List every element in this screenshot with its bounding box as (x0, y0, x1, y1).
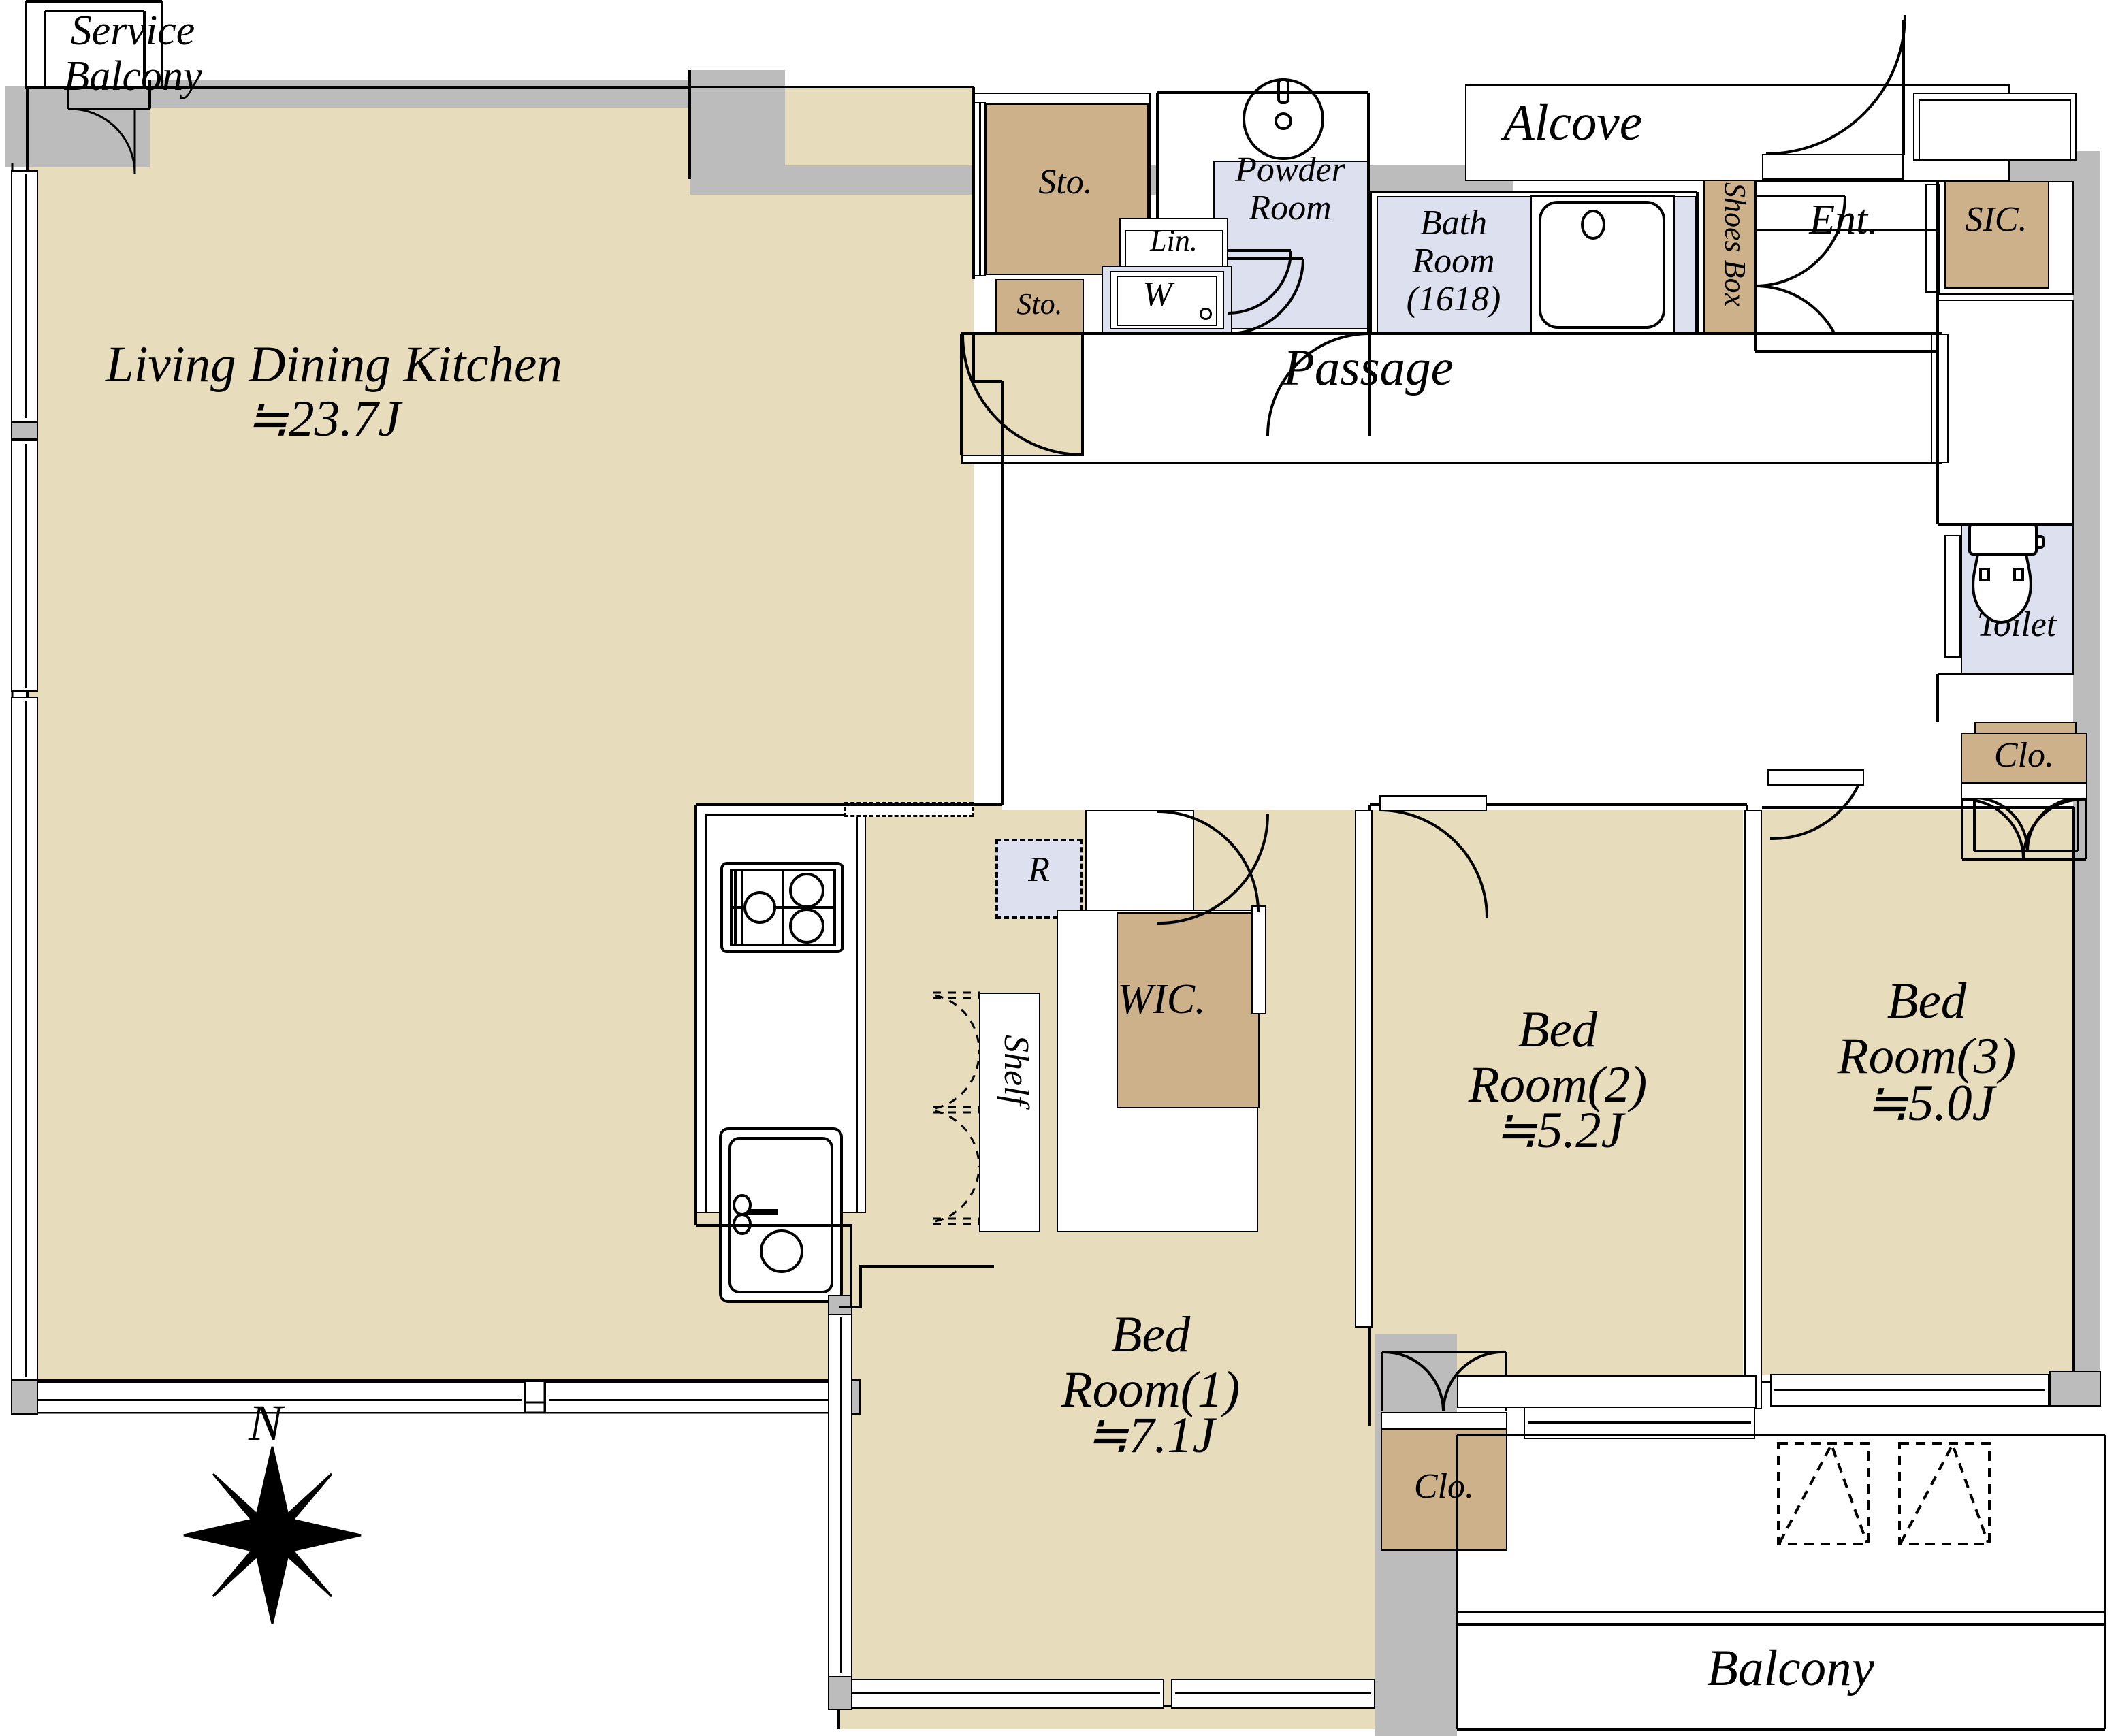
ldk-window-left-upper-mullion (25, 174, 27, 418)
bedroom2-right-wall (1744, 810, 1762, 1409)
closet-bedroom2-door[interactable] (1381, 1412, 1507, 1430)
label-shelf: Shelf (997, 1035, 1036, 1106)
pillar-ldk-left-mid (11, 422, 38, 440)
label-closet-bedroom2: Clo. (1413, 1467, 1475, 1506)
washer-inner (1117, 276, 1217, 326)
kitchen-upper-cabinet (844, 802, 974, 817)
label-bedroom1-name: Bed Room(1) (1061, 1306, 1240, 1418)
entry-door-panel[interactable] (1762, 154, 1904, 180)
label-closet-bedroom3: Clo. (1993, 736, 2055, 775)
label-north: N (248, 1395, 283, 1451)
sic-fill (1944, 181, 2049, 289)
label-passage: Passage (1283, 340, 1454, 396)
label-bedroom2-area: ≒5.2J (1494, 1102, 1624, 1159)
bedroom1-window-2-mullion (1175, 1692, 1371, 1694)
label-refrigerator: R (1028, 850, 1050, 889)
wall-bed2-bottom-pillar (1375, 1334, 1457, 1409)
bedroom2-balcony-door-mullion (1528, 1421, 1751, 1424)
closet-bedroom3-door[interactable] (1961, 783, 2087, 799)
pillar-bedroom1-bottom-left (828, 1676, 852, 1710)
sto-lower-box (995, 279, 1084, 334)
passage-right-divider (1931, 334, 1949, 463)
refrigerator-space (995, 839, 1083, 919)
ldk-window-right-mullion (549, 1399, 833, 1401)
bedroom3-floor-fill (1757, 810, 2083, 1375)
closet-bedroom3-box (1961, 733, 2087, 783)
pillar-ldk-bottom-left (11, 1379, 38, 1415)
label-ldk-area: ≒23.7J (246, 391, 401, 447)
bedroom3-balcony-door-mullion (1774, 1389, 2045, 1391)
ldk-window-left-lower-mullion (25, 701, 27, 1377)
washer-drain-icon (1200, 308, 1212, 320)
bedroom1-left-wall-mullion (840, 1317, 842, 1673)
bathtub-enclosure (1530, 195, 1675, 334)
bedroom2-door-header[interactable] (1379, 795, 1487, 811)
label-ldk-name: Living Dining Kitchen (106, 336, 562, 393)
sto-upper-door-line (979, 103, 981, 275)
passage-area (961, 334, 1942, 463)
passage-ldk-door-floor (963, 335, 1083, 455)
label-sic: SIC. (1965, 200, 2027, 239)
ldk-top-edge (27, 86, 974, 88)
bedroom2-bottom-strip (1457, 1375, 1757, 1408)
label-shoes-box: Shoes Box (1718, 182, 1752, 307)
toilet-box (1938, 300, 2074, 524)
label-toilet: Toilet (1976, 605, 2057, 644)
label-balcony: Balcony (1707, 1640, 1874, 1697)
label-entrance: Ent. (1809, 197, 1878, 243)
ldk-window-left-mid-mullion (25, 444, 27, 688)
label-powder-room: Powder Room (1235, 150, 1345, 228)
ldk-window-right (545, 1382, 837, 1413)
wic-door[interactable] (1251, 905, 1266, 1014)
sic-door[interactable] (1925, 184, 1940, 293)
wic-fill (1117, 912, 1260, 1108)
toilet-door[interactable] (1944, 535, 1961, 658)
bedroom1-window-mullion (848, 1692, 1160, 1694)
label-bedroom3-name: Bed Room(3) (1837, 973, 2017, 1084)
pillar-bedroom3-right (2049, 1371, 2101, 1407)
label-linen: Lin. (1150, 224, 1198, 257)
kitchen-counter-inner (705, 814, 858, 1213)
bedroom2-left-wall (1355, 810, 1373, 1328)
ldk-window-left-mullion (34, 1399, 522, 1401)
pillar-bedroom1-left-top (828, 1295, 852, 1315)
entrance-step-line (1755, 229, 1938, 231)
toilet-room-main (1961, 523, 2074, 674)
alcove-inner-right-2 (1919, 99, 2071, 161)
closet-bedroom2-box (1381, 1428, 1507, 1551)
label-bedroom3-area: ≒5.0J (1865, 1075, 1995, 1131)
label-bedroom2-name: Bed Room(2) (1468, 1001, 1648, 1113)
label-bathroom: Bath Room (1618) (1406, 204, 1501, 319)
label-alcove: Alcove (1503, 95, 1643, 151)
ldk-window-left (30, 1382, 526, 1413)
label-washer: W (1142, 275, 1172, 314)
label-wic: WIC. (1117, 976, 1206, 1023)
shelf-box (979, 993, 1040, 1232)
label-sto-upper: Sto. (1038, 163, 1093, 202)
bedroom3-door-header[interactable] (1767, 769, 1864, 786)
label-bedroom1-area: ≒7.1J (1086, 1407, 1215, 1464)
label-service-balcony: Service Balcony (63, 7, 202, 99)
label-sto-lower: Sto. (1016, 287, 1063, 321)
